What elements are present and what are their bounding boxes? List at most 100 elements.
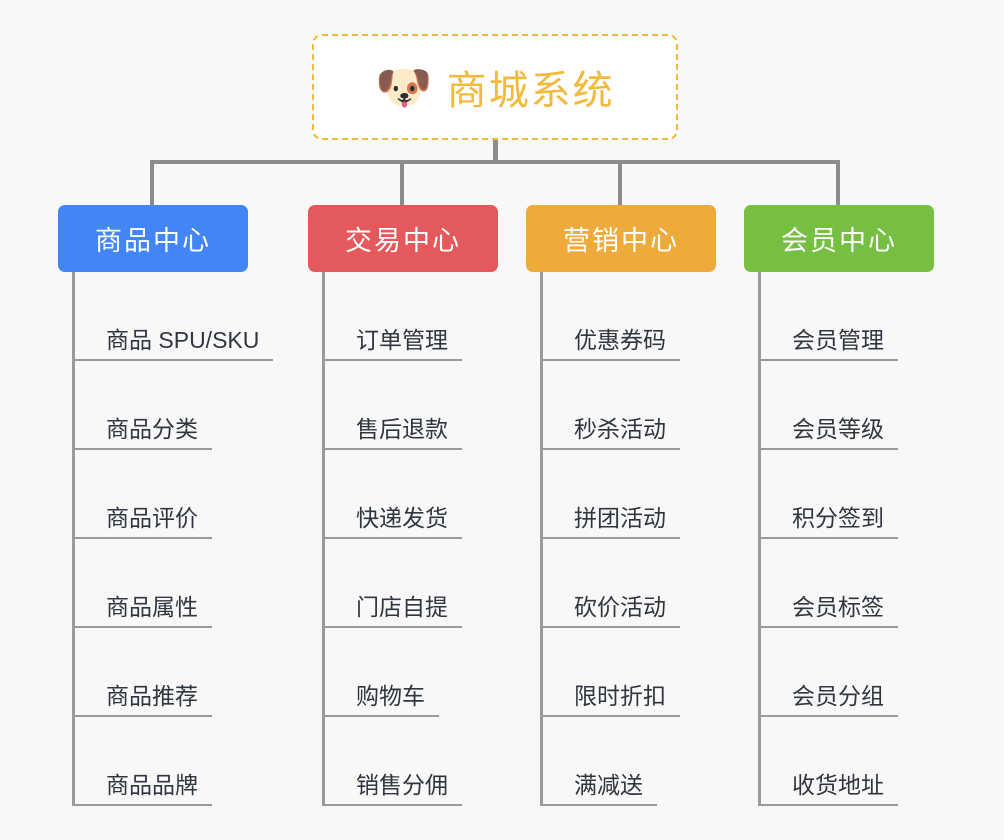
list-item[interactable]: 秒杀活动	[526, 361, 716, 450]
list-item[interactable]: 订单管理	[308, 272, 498, 361]
connector-drop-3	[618, 160, 622, 207]
category-label: 商品中心	[95, 226, 211, 256]
list-item[interactable]: 售后退款	[308, 361, 498, 450]
leaf-underline	[322, 537, 462, 539]
leaf-trunk-3	[540, 272, 543, 806]
list-item[interactable]: 限时折扣	[526, 628, 716, 717]
connector-drop-4	[836, 160, 840, 207]
leaf-underline	[72, 804, 212, 806]
category-label: 交易中心	[345, 226, 461, 256]
list-item[interactable]: 商品 SPU/SKU	[58, 272, 273, 361]
category-label: 会员中心	[781, 226, 897, 256]
leaf-label: 门店自提	[356, 594, 448, 620]
leaf-label: 限时折扣	[574, 683, 666, 709]
leaf-label: 收货地址	[792, 772, 884, 798]
leaf-underline	[758, 537, 898, 539]
leaf-label: 满减送	[574, 772, 643, 798]
connector-drop-1	[150, 160, 154, 207]
leaf-underline	[758, 448, 898, 450]
leaf-underline	[540, 359, 680, 361]
leaf-list-3: 优惠券码 秒杀活动 拼团活动 砍价活动 限时折扣 满减送	[526, 272, 716, 806]
dog-face-icon: 🐶	[375, 61, 433, 113]
list-item[interactable]: 收货地址	[744, 717, 934, 806]
branch-column-1: 商品中心 商品 SPU/SKU 商品分类 商品评价 商品属性 商品推荐	[58, 205, 273, 806]
leaf-underline	[540, 626, 680, 628]
leaf-underline	[322, 359, 462, 361]
leaf-underline	[322, 804, 462, 806]
connector-root-stem	[493, 140, 498, 164]
leaf-label: 商品评价	[106, 505, 198, 531]
leaf-label: 销售分佣	[356, 772, 448, 798]
list-item[interactable]: 会员分组	[744, 628, 934, 717]
leaf-label: 商品属性	[106, 594, 198, 620]
leaf-underline	[540, 448, 680, 450]
connector-drop-2	[400, 160, 404, 207]
leaf-label: 积分签到	[792, 505, 884, 531]
leaf-label: 售后退款	[356, 416, 448, 442]
branch-column-2: 交易中心 订单管理 售后退款 快递发货 门店自提 购物车	[308, 205, 498, 806]
list-item[interactable]: 砍价活动	[526, 539, 716, 628]
category-label: 营销中心	[563, 226, 679, 256]
leaf-label: 会员等级	[792, 416, 884, 442]
leaf-label: 快递发货	[356, 505, 448, 531]
list-item[interactable]: 销售分佣	[308, 717, 498, 806]
list-item[interactable]: 商品属性	[58, 539, 248, 628]
leaf-trunk-1	[72, 272, 75, 806]
leaf-label: 商品 SPU/SKU	[106, 327, 260, 353]
leaf-underline	[322, 448, 462, 450]
root-node-label: 商城系统	[446, 69, 615, 113]
list-item[interactable]: 门店自提	[308, 539, 498, 628]
list-item[interactable]: 商品评价	[58, 450, 248, 539]
list-item[interactable]: 会员等级	[744, 361, 934, 450]
leaf-label: 订单管理	[356, 327, 448, 353]
list-item[interactable]: 商品推荐	[58, 628, 248, 717]
leaf-underline	[758, 626, 898, 628]
branch-column-3: 营销中心 优惠券码 秒杀活动 拼团活动 砍价活动 限时折扣	[526, 205, 716, 806]
list-item[interactable]: 会员标签	[744, 539, 934, 628]
list-item[interactable]: 快递发货	[308, 450, 498, 539]
list-item[interactable]: 购物车	[308, 628, 498, 717]
leaf-underline	[72, 359, 273, 361]
list-item[interactable]: 商品品牌	[58, 717, 248, 806]
leaf-label: 商品品牌	[106, 772, 198, 798]
leaf-label: 会员分组	[792, 683, 884, 709]
list-item[interactable]: 优惠券码	[526, 272, 716, 361]
leaf-underline	[72, 626, 212, 628]
category-header-1[interactable]: 商品中心	[58, 205, 248, 272]
leaf-label: 商品分类	[106, 416, 198, 442]
leaf-underline	[758, 359, 898, 361]
leaf-underline	[72, 537, 212, 539]
leaf-underline	[322, 715, 439, 717]
leaf-label: 优惠券码	[574, 327, 666, 353]
branch-column-4: 会员中心 会员管理 会员等级 积分签到 会员标签 会员分组	[744, 205, 934, 806]
list-item[interactable]: 会员管理	[744, 272, 934, 361]
leaf-list-2: 订单管理 售后退款 快递发货 门店自提 购物车 销售分佣	[308, 272, 498, 806]
leaf-underline	[540, 804, 657, 806]
leaf-underline	[540, 715, 680, 717]
leaf-label: 砍价活动	[574, 594, 666, 620]
list-item[interactable]: 满减送	[526, 717, 716, 806]
leaf-underline	[72, 448, 212, 450]
leaf-underline	[758, 804, 898, 806]
leaf-label: 会员管理	[792, 327, 884, 353]
root-node[interactable]: 🐶 商城系统	[312, 34, 678, 140]
leaf-trunk-4	[758, 272, 761, 806]
list-item[interactable]: 商品分类	[58, 361, 248, 450]
leaf-label: 秒杀活动	[574, 416, 666, 442]
leaf-trunk-2	[322, 272, 325, 806]
leaf-list-1: 商品 SPU/SKU 商品分类 商品评价 商品属性 商品推荐 商品品牌	[58, 272, 273, 806]
leaf-underline	[540, 537, 680, 539]
category-header-2[interactable]: 交易中心	[308, 205, 498, 272]
leaf-label: 商品推荐	[106, 683, 198, 709]
list-item[interactable]: 拼团活动	[526, 450, 716, 539]
category-header-4[interactable]: 会员中心	[744, 205, 934, 272]
leaf-underline	[758, 715, 898, 717]
category-header-3[interactable]: 营销中心	[526, 205, 716, 272]
connector-bus	[150, 160, 840, 164]
leaf-label: 购物车	[356, 683, 425, 709]
leaf-label: 拼团活动	[574, 505, 666, 531]
leaf-list-4: 会员管理 会员等级 积分签到 会员标签 会员分组 收货地址	[744, 272, 934, 806]
leaf-underline	[72, 715, 212, 717]
list-item[interactable]: 积分签到	[744, 450, 934, 539]
